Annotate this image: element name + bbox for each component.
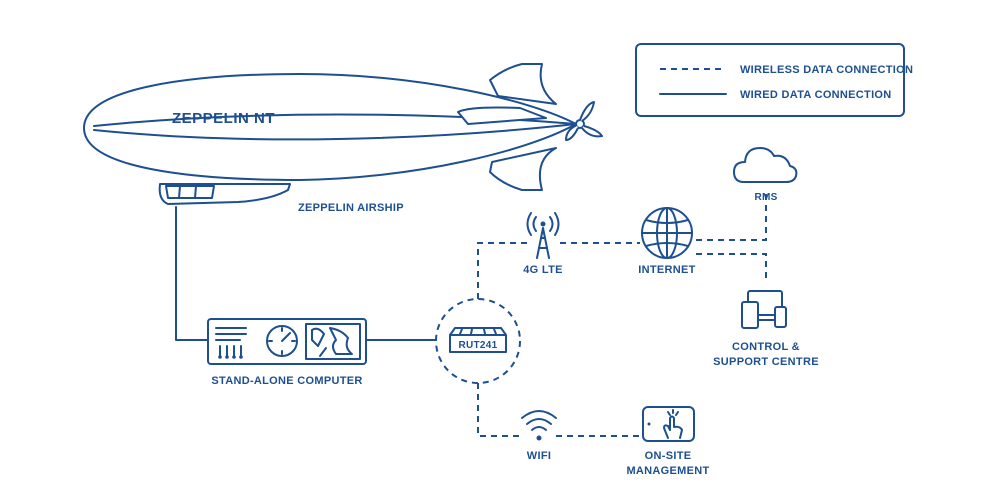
rms-label: RMS — [754, 192, 777, 203]
globe-icon — [641, 207, 693, 259]
zeppelin-airship: ZEPPELIN NT ZEPPELIN AIRSHIP — [83, 63, 603, 214]
lte-tower: 4G LTE — [523, 212, 563, 276]
router-label: RUT241 — [458, 340, 497, 351]
airship-hull-text: ZEPPELIN NT — [172, 110, 275, 127]
onsite-label-line1: ON-SITE — [645, 450, 692, 462]
internet-label: INTERNET — [638, 264, 695, 276]
devices-icon — [741, 290, 787, 329]
map-icon — [305, 323, 361, 360]
gauge-icon — [266, 325, 298, 357]
control-label-line1: CONTROL & — [732, 341, 800, 353]
wifi-node: WIFI — [521, 410, 557, 462]
cloud-icon — [733, 147, 798, 183]
cell-tower-icon — [526, 212, 560, 259]
legend-wireless-label: WIRELESS DATA CONNECTION — [740, 64, 913, 76]
wireless-link-internet-control — [696, 253, 767, 282]
tablet-touch-icon — [642, 406, 695, 442]
router-top — [449, 327, 507, 336]
wireless-link-internet-rms — [696, 192, 767, 241]
legend-wired-label: WIRED DATA CONNECTION — [740, 89, 892, 101]
airship-lower-fin — [489, 147, 557, 191]
airship-side-fin — [457, 106, 547, 125]
router-wireless-circle — [435, 298, 521, 384]
lte-label: 4G LTE — [523, 264, 563, 276]
airship-label: ZEPPELIN AIRSHIP — [298, 202, 404, 214]
propeller-icon — [565, 101, 603, 141]
wired-link-airship-computer — [175, 206, 209, 341]
wireless-link-router-lte — [477, 242, 527, 299]
gondola-windows — [165, 185, 215, 199]
connections — [175, 192, 767, 437]
wireless-link-router-wifi — [477, 383, 522, 437]
control-support-centre: CONTROL & SUPPORT CENTRE — [713, 290, 819, 368]
control-label-line2: SUPPORT CENTRE — [713, 356, 819, 368]
airship-upper-fin — [489, 63, 557, 105]
onsite-management: ON-SITE MANAGEMENT — [626, 406, 709, 477]
computer-panel-lines — [215, 327, 247, 359]
gondola-window-divider-2 — [194, 185, 197, 199]
computer-label: STAND-ALONE COMPUTER — [211, 375, 362, 387]
wifi-icon — [521, 410, 557, 441]
gondola-window-divider-1 — [178, 185, 181, 199]
legend-box — [635, 43, 905, 117]
internet-node: INTERNET — [638, 207, 695, 276]
rms-node: RMS — [733, 147, 798, 203]
wifi-label: WIFI — [527, 450, 551, 462]
stand-alone-computer: STAND-ALONE COMPUTER — [207, 318, 367, 387]
airship-seam-lower — [93, 123, 577, 141]
computer-icon — [207, 318, 367, 365]
router-icon — [449, 334, 507, 353]
rut241-router: RUT241 — [449, 327, 507, 353]
onsite-label-line2: MANAGEMENT — [626, 465, 709, 477]
legend: WIRELESS DATA CONNECTION WIRED DATA CONN… — [635, 43, 913, 117]
